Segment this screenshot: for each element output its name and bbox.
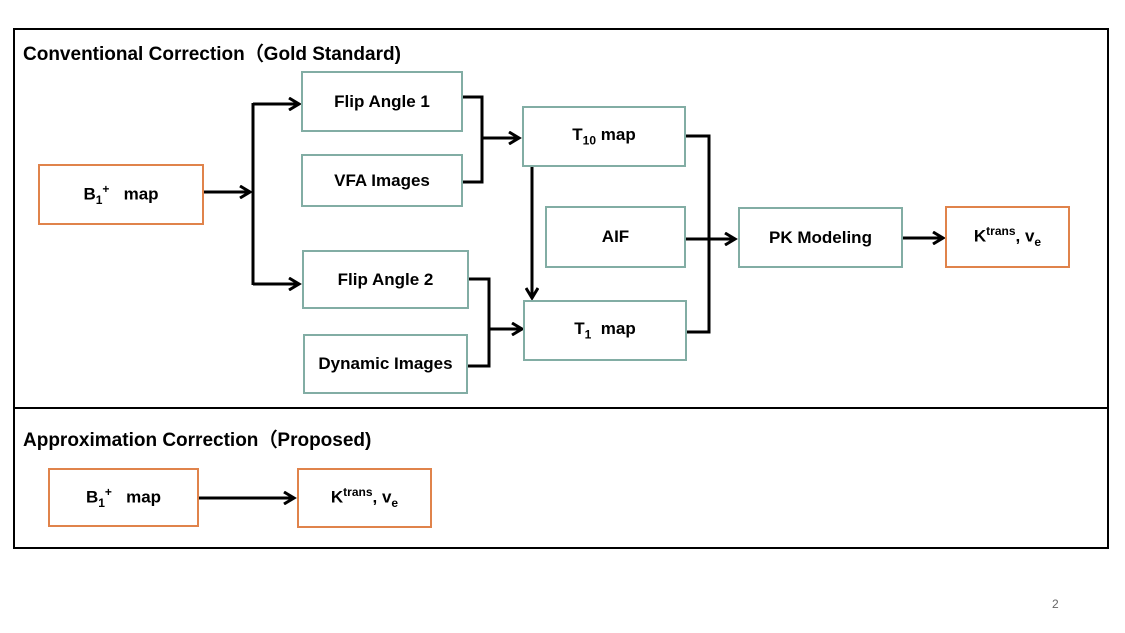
edge-t10-t1-bracket (686, 134, 711, 334)
pk-modeling-label: PK Modeling (769, 227, 872, 247)
flip-angle-1-label: Flip Angle 1 (334, 91, 430, 111)
dynamic-images-node: Dynamic Images (303, 334, 468, 394)
approximation-correction-title: Approximation Correction（Proposed) (23, 430, 372, 451)
b1-map-node: B1+ map (38, 164, 204, 225)
ktrans-ve-label: Ktrans, ve (973, 224, 1042, 250)
t1-map-node: T1 map (523, 300, 687, 361)
vfa-images-node: VFA Images (301, 154, 463, 207)
vfa-images-label: VFA Images (334, 170, 430, 190)
aif-label: AIF (601, 227, 630, 246)
flip-angle-1-node: Flip Angle 1 (301, 71, 463, 132)
ktrans-ve-node-approx: Ktrans, ve (297, 468, 432, 528)
aif-node: AIF (545, 206, 686, 268)
conventional-correction-title: Conventional Correction（Gold Standard) (23, 44, 401, 65)
flip-angle-2-node: Flip Angle 2 (302, 250, 469, 309)
t10-map-node: T10 map (522, 106, 686, 167)
page-number: 2 (1052, 597, 1059, 611)
pk-modeling-node: PK Modeling (738, 207, 903, 268)
edge-flip2-dyn-bracket (468, 277, 491, 368)
dynamic-images-label: Dynamic Images (318, 354, 453, 373)
t1-map-label: T1 map (574, 319, 636, 342)
flip-angle-2-label: Flip Angle 2 (337, 269, 434, 289)
t10-map-label: T10 map (572, 125, 636, 148)
b1-map-label-approx: B1+ map (85, 484, 162, 511)
b1-map-label: B1+ map (83, 181, 159, 208)
b1-map-node-approx: B1+ map (48, 468, 199, 527)
ktrans-ve-node: Ktrans, ve (945, 206, 1070, 268)
approximation-correction-panel (13, 407, 1109, 549)
ktrans-ve-label-approx: Ktrans, ve (330, 485, 399, 511)
edge-flip1-vfa-bracket (462, 95, 484, 184)
